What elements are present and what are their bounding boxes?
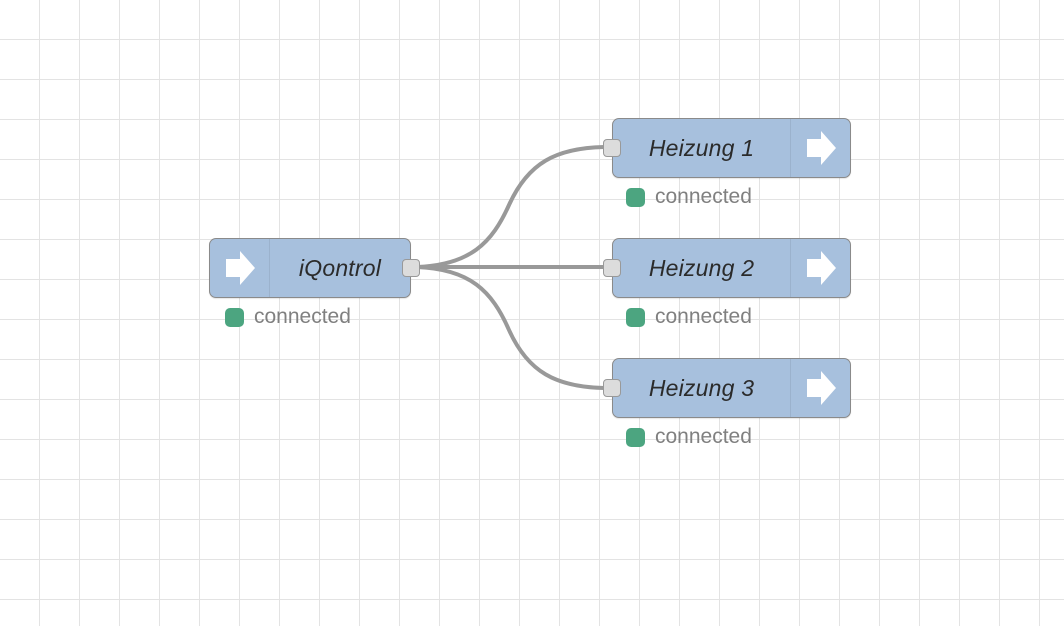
arrow-right-icon bbox=[806, 131, 836, 165]
node-label-heizung-3: Heizung 3 bbox=[648, 374, 755, 401]
status-label: connected bbox=[655, 425, 752, 448]
input-port-heizung-1[interactable] bbox=[603, 139, 621, 157]
arrow-right-icon bbox=[806, 251, 836, 285]
node-label-container: Heizung 1 bbox=[613, 119, 790, 177]
status-dot-icon bbox=[626, 187, 645, 207]
node-label-container: iQontrol bbox=[270, 239, 410, 297]
node-label-container: Heizung 3 bbox=[613, 359, 790, 417]
node-label-heizung-1: Heizung 1 bbox=[648, 134, 755, 161]
wire-iqontrol-to-heizung-3[interactable] bbox=[415, 265, 606, 390]
node-icon-container bbox=[790, 239, 850, 297]
node-status-heizung-1: connected bbox=[626, 185, 752, 209]
node-status-heizung-2: connected bbox=[626, 305, 752, 329]
node-iqontrol[interactable]: iQontrol bbox=[209, 238, 420, 298]
node-label-container: Heizung 2 bbox=[613, 239, 790, 297]
status-label: connected bbox=[254, 305, 351, 328]
node-status-heizung-3: connected bbox=[626, 425, 752, 449]
arrow-right-icon bbox=[225, 251, 255, 285]
wire-iqontrol-to-heizung-1[interactable] bbox=[415, 145, 606, 269]
status-label: connected bbox=[655, 185, 752, 208]
status-dot-icon bbox=[225, 307, 244, 327]
status-label: connected bbox=[655, 305, 752, 328]
node-heizung-2[interactable]: Heizung 2 bbox=[603, 238, 851, 298]
output-port-iqontrol[interactable] bbox=[402, 259, 420, 277]
node-icon-container bbox=[790, 359, 850, 417]
node-icon-container bbox=[790, 119, 850, 177]
node-heizung-1[interactable]: Heizung 1 bbox=[603, 118, 851, 178]
input-port-heizung-2[interactable] bbox=[603, 259, 621, 277]
node-status-iqontrol: connected bbox=[225, 305, 351, 329]
node-label-heizung-2: Heizung 2 bbox=[648, 254, 755, 281]
node-icon-container bbox=[210, 239, 270, 297]
arrow-right-icon bbox=[806, 371, 836, 405]
node-label-iqontrol: iQontrol bbox=[298, 254, 382, 281]
input-port-heizung-3[interactable] bbox=[603, 379, 621, 397]
status-dot-icon bbox=[626, 307, 645, 327]
node-heizung-3[interactable]: Heizung 3 bbox=[603, 358, 851, 418]
status-dot-icon bbox=[626, 427, 645, 447]
